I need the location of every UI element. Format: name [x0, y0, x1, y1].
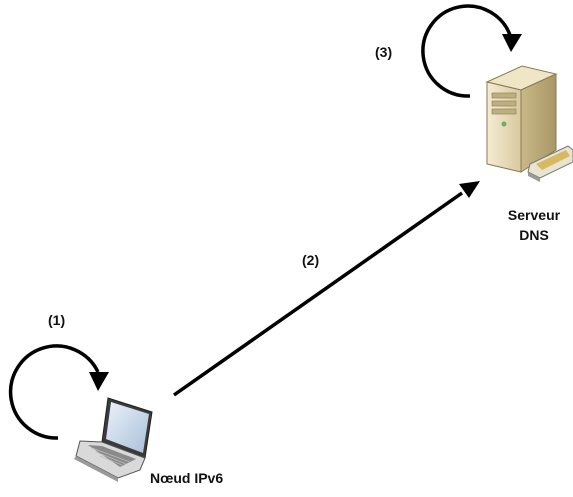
server-icon — [485, 65, 573, 182]
self-loop-arrow-server — [421, 4, 522, 98]
request-arrow — [172, 181, 480, 397]
self-loop-arrow-client — [8, 344, 109, 440]
step-label-2: (2) — [302, 252, 320, 268]
client-label: Nœud IPv6 — [150, 470, 224, 486]
server-label-line1: Serveur — [507, 207, 561, 223]
step-label-1: (1) — [48, 312, 66, 328]
step-label-3: (3) — [375, 44, 393, 60]
server-label-line2: DNS — [519, 227, 549, 243]
laptop-icon — [74, 397, 153, 482]
server-label: Serveur DNS — [495, 205, 573, 245]
